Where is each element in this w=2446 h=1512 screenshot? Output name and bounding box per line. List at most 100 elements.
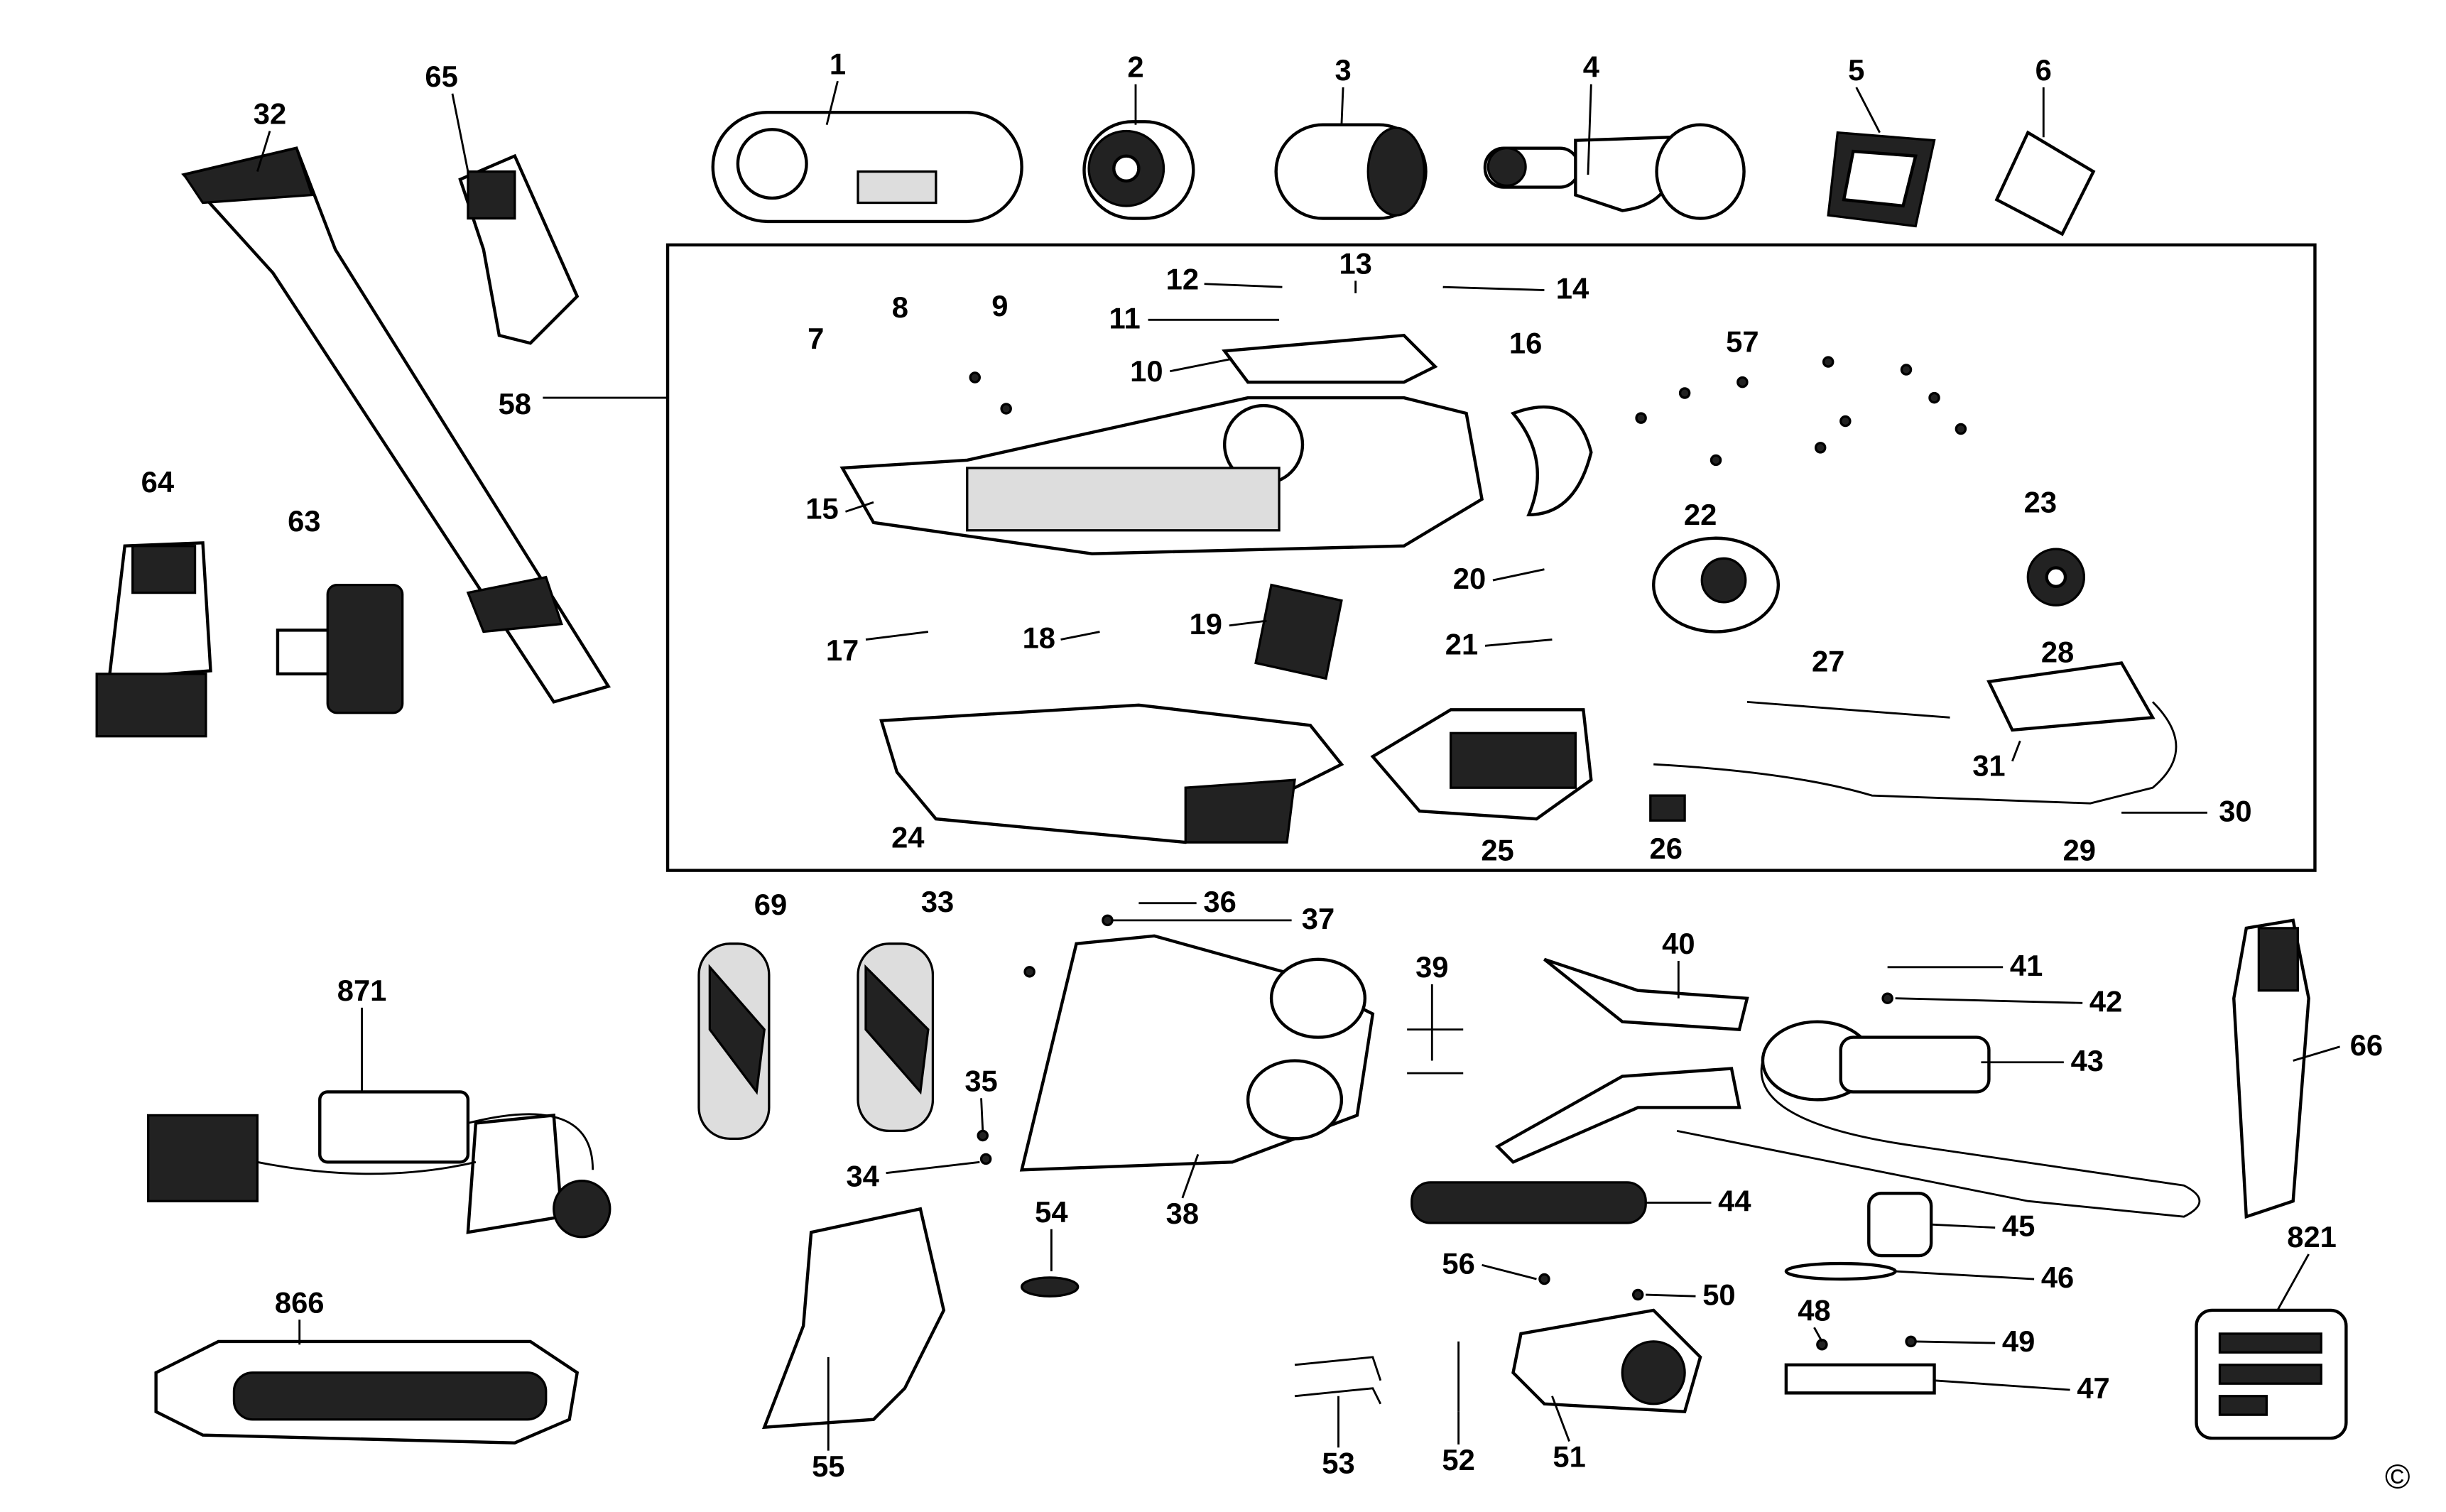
part-33-brushroll [857,942,935,1133]
part-label-18: 18 [1022,623,1056,656]
part-label-31: 31 [1972,751,2006,784]
part-label-66: 66 [2349,1030,2384,1063]
part-32-extension-tube [181,146,612,704]
part-label-9: 9 [991,290,1009,324]
part-55-cover [761,1207,946,1430]
part-51-wheel-housing [1511,1308,1702,1414]
part-26-switch [1649,794,1686,822]
part-label-12: 12 [1165,264,1200,298]
part-label-13: 13 [1339,249,1372,282]
part-label-55: 55 [812,1451,845,1484]
part-label-51: 51 [1553,1442,1586,1475]
part-label-63: 63 [288,506,321,539]
part-4-cyclone [1483,123,1746,220]
part-label-28: 28 [2040,637,2075,670]
part-label-58: 58 [498,389,532,423]
part-19-filter-pad [1254,583,1343,680]
part-label-26: 26 [1649,833,1683,867]
part-label-821: 821 [2287,1222,2337,1256]
leader-lines [256,80,2341,1451]
part-40-neck [1494,957,1749,1164]
part-label-33: 33 [920,886,955,920]
part-43-motor-assembly [1676,1020,2201,1218]
part-label-49: 49 [2001,1327,2035,1360]
part-label-56: 56 [1442,1249,1475,1282]
subassembly-frame [665,243,2317,872]
part-53-clip [1294,1356,1382,1405]
part-label-46: 46 [2040,1262,2075,1296]
part-label-6: 6 [2035,55,2052,89]
copyright-mark: © [2385,1457,2410,1496]
part-24-handle-shell [879,703,1344,844]
part-label-40: 40 [1662,928,1695,962]
part-label-1: 1 [829,49,847,82]
part-label-45: 45 [2001,1211,2035,1244]
part-label-24: 24 [891,822,925,856]
part-25-battery-cover [1370,708,1593,821]
part-label-43: 43 [2070,1045,2104,1079]
part-label-17: 17 [825,636,859,669]
part-46-belt [1784,1261,1897,1281]
part-10-cover [1222,333,1438,384]
part-label-4: 4 [1582,52,1599,85]
small-screws [969,356,1967,1351]
part-47-bracket [1784,1363,1936,1395]
part-63-battery [276,584,404,714]
part-label-64: 64 [141,467,175,500]
part-label-866: 866 [274,1288,325,1321]
part-label-20: 20 [1452,563,1486,597]
part-44-hose [1410,1181,1647,1224]
part-66-crevice-tool [2232,918,2310,1219]
part-16-trigger [1510,406,1593,517]
part-38-floor-head [1019,934,1375,1172]
part-27-wire [1746,700,1950,719]
part-label-5: 5 [1848,55,1865,89]
part-821-label [2195,1308,2348,1440]
part-label-48: 48 [1798,1295,1831,1329]
part-label-29: 29 [2062,835,2097,869]
part-1-dust-bowl [711,110,1023,224]
part-label-39: 39 [1415,952,1449,986]
part-6-prefilter [1994,130,2096,236]
part-866-battery-pack [154,1339,580,1445]
part-label-69: 69 [754,890,788,923]
part-3-filter-housing [1274,123,1428,220]
part-label-8: 8 [891,292,908,325]
part-22-motor [1651,536,1781,633]
part-label-15: 15 [805,494,839,527]
part-871-charger [147,1090,612,1239]
part-label-16: 16 [1509,328,1543,361]
part-54-washer [1020,1276,1080,1298]
part-label-65: 65 [425,61,458,94]
part-15-motor-housing [839,396,1484,555]
part-label-23: 23 [2023,487,2058,521]
part-label-38: 38 [1165,1198,1200,1232]
part-label-14: 14 [1555,273,1589,307]
part-label-10: 10 [1130,356,1163,390]
part-label-54: 54 [1035,1197,1068,1230]
part-label-25: 25 [1481,835,1514,869]
part-label-52: 52 [1442,1445,1475,1479]
part-28-pcb [1653,661,2178,805]
part-label-37: 37 [1301,903,1335,937]
part-label-27: 27 [1811,646,1845,680]
part-label-21: 21 [1445,629,1479,663]
part-65-crevice-tool [458,153,580,345]
part-label-30: 30 [2219,796,2252,830]
part-69-brushroll [697,942,771,1141]
part-label-35: 35 [964,1066,998,1099]
part-label-44: 44 [1718,1186,1751,1219]
part-label-2: 2 [1127,52,1144,85]
part-45-motor [1867,1192,1933,1258]
part-label-32: 32 [253,99,287,132]
part-label-7: 7 [808,323,825,357]
part-label-19: 19 [1189,609,1223,642]
part-label-47: 47 [2077,1373,2110,1407]
part-label-3: 3 [1335,55,1352,89]
part-label-53: 53 [1322,1448,1355,1481]
part-23-fan [2026,548,2086,607]
part-label-57: 57 [1726,327,1759,360]
part-label-36: 36 [1203,886,1236,920]
